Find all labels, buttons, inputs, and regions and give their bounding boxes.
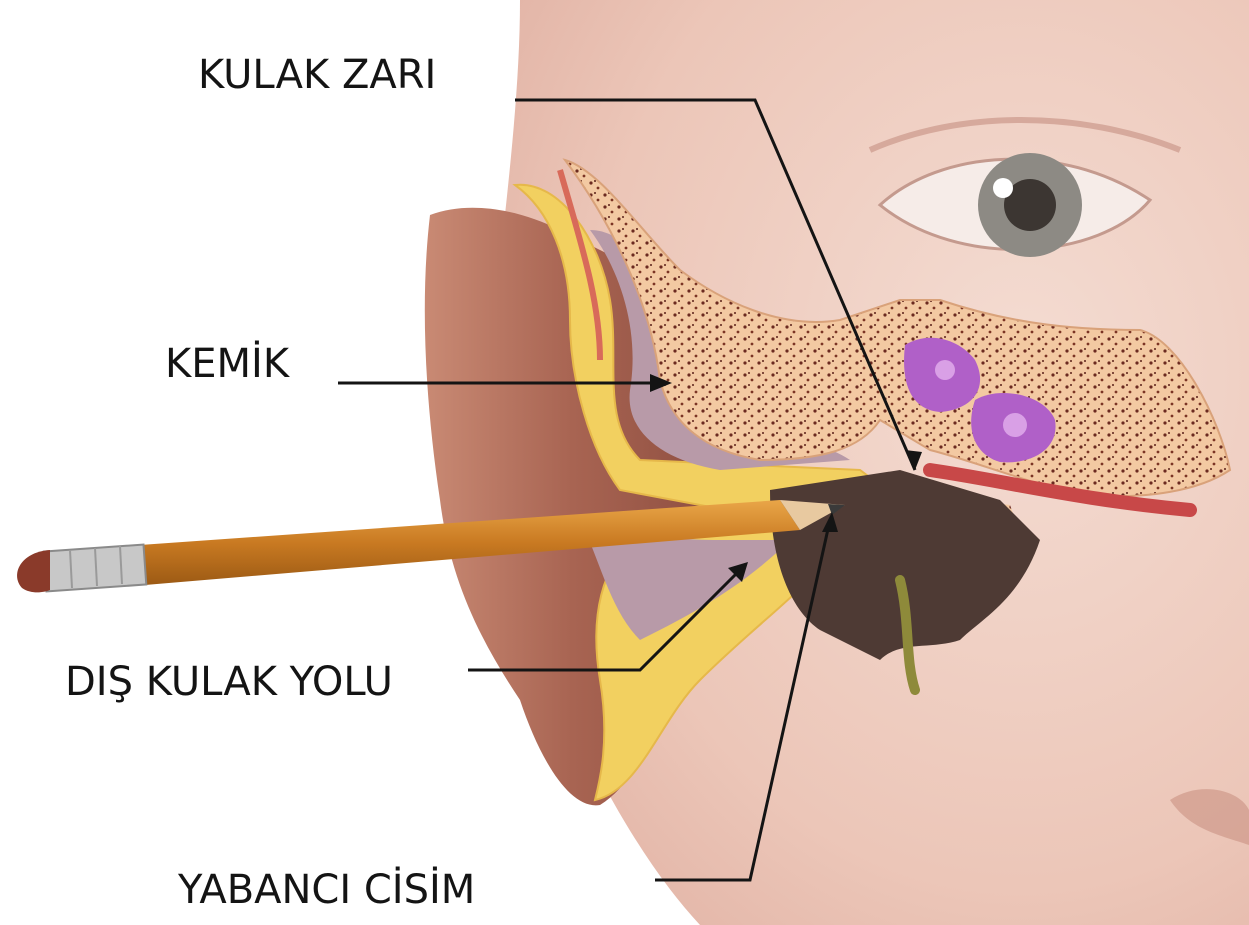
label-ear-canal: DIŞ KULAK YOLU [65, 662, 393, 702]
label-eardrum: KULAK ZARI [198, 55, 436, 95]
label-bone: KEMİK [165, 344, 289, 384]
label-foreign-body: YABANCI CİSİM [178, 870, 475, 910]
